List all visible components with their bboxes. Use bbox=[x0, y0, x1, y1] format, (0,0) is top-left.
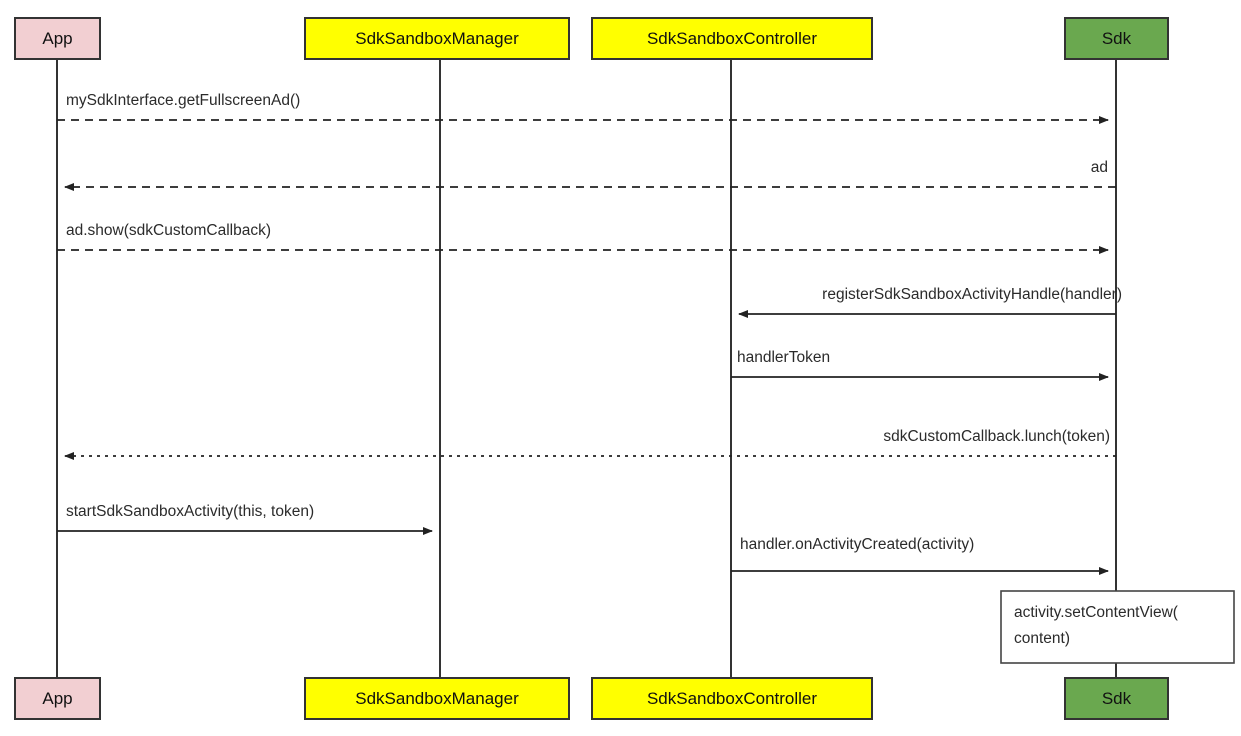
message-label: sdkCustomCallback.lunch(token) bbox=[883, 428, 1110, 445]
message-handler-onActivityCreated[interactable]: handler.onActivityCreated(activity) bbox=[731, 536, 1109, 575]
participant-sdk-top[interactable]: Sdk bbox=[1064, 17, 1169, 60]
participant-label: App bbox=[42, 29, 72, 48]
note-line-1: activity.setContentView( bbox=[1014, 604, 1179, 621]
message-sdkCustomCallback-lunch[interactable]: sdkCustomCallback.lunch(token) bbox=[64, 428, 1116, 460]
note-background bbox=[1000, 590, 1235, 664]
participant-label: Sdk bbox=[1102, 29, 1132, 48]
message-label: ad bbox=[1091, 159, 1108, 176]
participants-bottom-layer: App SdkSandboxManager SdkSandboxControll… bbox=[14, 677, 1169, 720]
participant-label: SdkSandboxManager bbox=[355, 689, 519, 708]
lifelines-layer bbox=[56, 59, 1117, 678]
participant-controller-top[interactable]: SdkSandboxController bbox=[591, 17, 873, 60]
participant-box-shape bbox=[591, 677, 873, 720]
note-line-2: content) bbox=[1014, 630, 1070, 647]
participant-manager-top[interactable]: SdkSandboxManager bbox=[304, 17, 570, 60]
participants-top-layer: App SdkSandboxManager SdkSandboxControll… bbox=[14, 17, 1169, 60]
message-handlerToken[interactable]: handlerToken bbox=[731, 349, 1109, 381]
participant-label: App bbox=[42, 689, 72, 708]
participant-manager-bottom[interactable]: SdkSandboxManager bbox=[304, 677, 570, 720]
message-label: handlerToken bbox=[737, 349, 830, 366]
participant-label: SdkSandboxController bbox=[647, 689, 817, 708]
participant-box-shape bbox=[1064, 677, 1169, 720]
message-ad-show[interactable]: ad.show(sdkCustomCallback) bbox=[57, 222, 1109, 254]
message-label: handler.onActivityCreated(activity) bbox=[740, 536, 974, 553]
participant-box-shape bbox=[304, 677, 570, 720]
participant-box-shape bbox=[304, 17, 570, 60]
note-activity-setcontentview[interactable]: activity.setContentView( content) bbox=[1000, 590, 1235, 664]
participant-box-shape bbox=[591, 17, 873, 60]
message-mySdkInterface-getFullscreenAd[interactable]: mySdkInterface.getFullscreenAd() bbox=[57, 92, 1109, 124]
message-ad-return[interactable]: ad bbox=[64, 159, 1116, 191]
participant-app-bottom[interactable]: App bbox=[14, 677, 101, 720]
participant-app-top[interactable]: App bbox=[14, 17, 101, 60]
participant-label: Sdk bbox=[1102, 689, 1132, 708]
participant-label: SdkSandboxManager bbox=[355, 29, 519, 48]
message-label: registerSdkSandboxActivityHandle(handler… bbox=[822, 286, 1122, 303]
message-label: startSdkSandboxActivity(this, token) bbox=[66, 503, 314, 520]
participant-controller-bottom[interactable]: SdkSandboxController bbox=[591, 677, 873, 720]
message-startSdkSandboxActivity[interactable]: startSdkSandboxActivity(this, token) bbox=[57, 503, 433, 535]
participant-sdk-bottom[interactable]: Sdk bbox=[1064, 677, 1169, 720]
message-label: ad.show(sdkCustomCallback) bbox=[66, 222, 271, 239]
message-label: mySdkInterface.getFullscreenAd() bbox=[66, 92, 300, 109]
participant-box-shape bbox=[1064, 17, 1169, 60]
message-registerSdkSandboxActivityHandle[interactable]: registerSdkSandboxActivityHandle(handler… bbox=[738, 286, 1122, 318]
participant-label: SdkSandboxController bbox=[647, 29, 817, 48]
messages-layer: mySdkInterface.getFullscreenAd() ad ad.s… bbox=[57, 92, 1122, 575]
participant-box-shape bbox=[14, 17, 101, 60]
participant-box-shape bbox=[14, 677, 101, 720]
